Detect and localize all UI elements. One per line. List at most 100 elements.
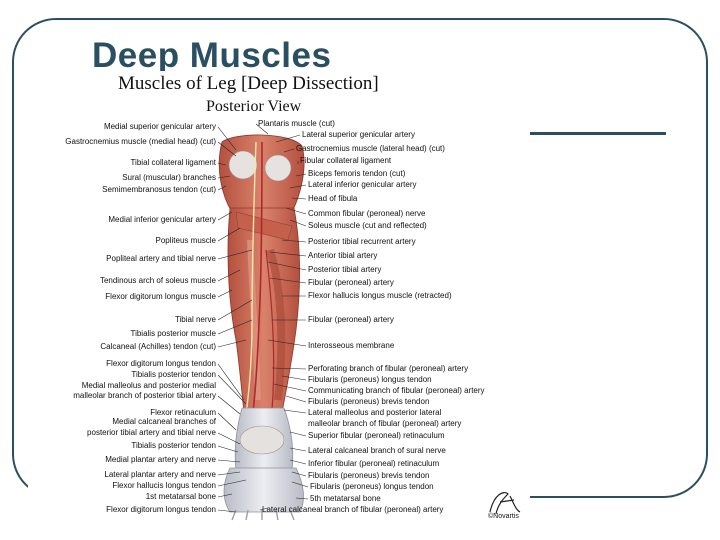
accent-line: [528, 132, 666, 135]
slide-title: Deep Muscles: [92, 36, 332, 71]
leader-line: [281, 375, 307, 381]
leader-line: [217, 126, 237, 151]
plate-subtitle: Posterior View: [206, 98, 302, 115]
leader-line: [217, 479, 247, 487]
foot-sole: [223, 467, 304, 513]
label-left: Tibialis posterior muscle: [130, 329, 216, 338]
leader-line: [289, 431, 307, 437]
popliteal-artery: [251, 141, 263, 421]
leader-line: [271, 367, 307, 370]
leader-line: [295, 173, 307, 177]
label-left: Sural (muscular) branches: [122, 173, 216, 182]
leader-line: [267, 261, 307, 271]
copyright-text: ©Novartis: [488, 513, 519, 520]
leader-line: [217, 249, 253, 260]
label-right: Communicating branch of fibular (peronea…: [308, 386, 485, 395]
leader-line: [217, 374, 247, 405]
plate-title: Muscles of Leg [Deep Dissection]: [118, 73, 379, 94]
leader-line: [217, 459, 241, 463]
leader-line: [217, 363, 245, 401]
label-left: Gastrocnemius muscle (medial head) (cut): [65, 137, 216, 146]
label-right: Superior fibular (peroneal) retinaculum: [308, 431, 445, 440]
label-left: Flexor digitorum longus tendon: [106, 505, 216, 514]
leader-line: [217, 227, 241, 242]
label-right: Interosseous membrane: [308, 341, 395, 350]
leader-line: [289, 184, 307, 189]
label-right: Flexor hallucis longus muscle (retracted…: [308, 291, 452, 300]
leader-line: [283, 409, 307, 414]
label-left: posterior tibial artery and tibial nerve: [87, 428, 216, 437]
label-left: Popliteal artery and tibial nerve: [106, 254, 216, 263]
leader-line: [289, 219, 307, 227]
femoral-condyle-medial: [228, 150, 258, 180]
leader-line: [269, 251, 307, 257]
label-right: Fibularis (peroneus) longus tendon: [310, 482, 434, 491]
label-left: Medial plantar artery and nerve: [105, 455, 216, 464]
label-right: malleolar branch of fibular (peroneal) a…: [308, 419, 462, 428]
fibular-artery: [265, 249, 275, 411]
label-left: Semimembranosus tendon (cut): [102, 185, 216, 194]
label-left: Medial inferior genicular artery: [108, 215, 216, 224]
leg-muscle-mass: [227, 207, 301, 413]
label-right: Head of fibula: [308, 194, 358, 203]
leader-line: [291, 471, 307, 477]
leader-line: [217, 141, 237, 157]
leader-line: [281, 239, 307, 243]
leader-line: [267, 339, 307, 347]
label-left: Flexor retinaculum: [150, 408, 216, 417]
label-right: Fibular (peroneal) artery: [308, 278, 394, 287]
leader-line: [217, 412, 237, 431]
leader-line: [295, 497, 309, 500]
leader-line: [275, 134, 301, 143]
label-left: Flexor hallucis longus tendon: [112, 481, 216, 490]
label-left: Popliteus muscle: [155, 236, 216, 245]
label-right: Lateral calcaneal branch of fibular (per…: [262, 505, 444, 514]
popliteus-muscle: [235, 211, 293, 241]
label-right: Fibularis (peroneus) longus tendon: [308, 375, 432, 384]
leader-line: [217, 269, 241, 282]
label-right: Anterior tibial artery: [308, 251, 378, 260]
label-right: Gastrocnemius muscle (lateral head) (cut…: [296, 144, 445, 153]
label-left: Medial superior genicular artery: [103, 122, 216, 131]
leader-line: [255, 123, 269, 135]
label-left: Tibialis posterior tendon: [131, 370, 216, 379]
label-left: Flexor digitorum longus muscle: [105, 292, 216, 301]
leader-line: [217, 185, 227, 191]
leader-line: [285, 207, 307, 215]
label-left: Tibial collateral ligament: [130, 158, 216, 167]
label-right: Fibular collateral ligament: [300, 156, 392, 165]
label-left: malleolar branch of posterior tibial art…: [73, 391, 216, 400]
label-right: Inferior fibular (peroneal) retinaculum: [308, 459, 440, 468]
leader-line: [291, 197, 307, 200]
leader-line: [217, 289, 233, 298]
leader-line: [217, 299, 253, 321]
leader-line: [269, 277, 307, 284]
leader-line: [217, 445, 239, 453]
leader-line: [217, 471, 241, 476]
leader-line: [273, 383, 307, 392]
label-right: Lateral malleolus and posterior lateral: [308, 408, 442, 417]
label-right: Fibularis (peroneus) brevis tendon: [308, 397, 430, 406]
leader-line: [217, 493, 233, 498]
label-right: Lateral superior genicular artery: [302, 130, 415, 139]
leader-line: [217, 339, 247, 348]
leader-line: [283, 148, 295, 153]
label-right: Biceps femoris tendon (cut): [308, 169, 406, 178]
label-left: Lateral plantar artery and nerve: [104, 470, 216, 479]
label-left: Flexor digitorum longus tendon: [106, 359, 216, 368]
femoral-condyle-lateral: [264, 154, 292, 182]
leader-line: [217, 509, 237, 513]
label-left: Medial malleolus and posterior medial: [81, 381, 216, 390]
tibialis-posterior: [247, 239, 261, 401]
label-left: Calcaneal (Achilles) tendon (cut): [100, 342, 216, 351]
leader-line: [217, 319, 253, 335]
label-right: Fibular (peroneal) artery: [308, 315, 394, 324]
label-left: Tibialis posterior tendon: [131, 441, 216, 450]
label-left: Tendinous arch of soleus muscle: [99, 276, 216, 285]
label-left: Medial calcaneal branches of: [112, 417, 216, 426]
label-right: Fibularis (peroneus) brevis tendon: [308, 471, 430, 480]
calcaneus: [239, 425, 285, 455]
leader-line: [291, 481, 309, 488]
label-right: Lateral inferior genicular artery: [308, 180, 417, 189]
